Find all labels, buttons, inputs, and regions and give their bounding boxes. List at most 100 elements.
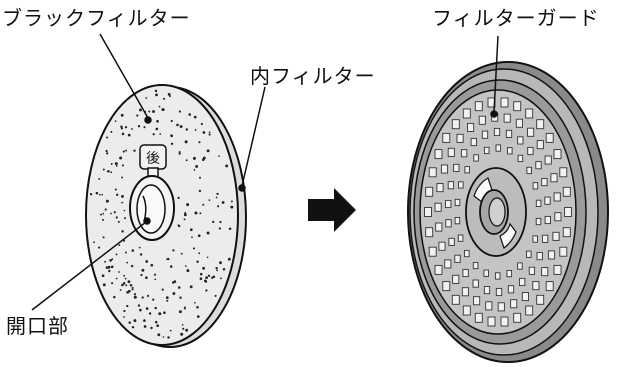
texture-dot: [229, 227, 232, 230]
texture-dot: [132, 288, 134, 290]
grid-cell: [475, 102, 482, 111]
texture-dot: [90, 193, 92, 195]
texture-dot: [155, 90, 157, 92]
texture-dot: [125, 284, 127, 286]
texture-dot: [124, 217, 126, 219]
texture-dot: [212, 221, 214, 223]
texture-dot: [145, 97, 147, 99]
grid-cell: [475, 313, 482, 322]
texture-dot: [231, 200, 233, 202]
grid-cell: [533, 183, 538, 189]
texture-dot: [155, 321, 158, 324]
grid-cell: [498, 303, 504, 311]
texture-dot: [131, 128, 133, 130]
texture-dot: [140, 110, 142, 112]
texture-dot: [194, 302, 196, 304]
texture-dot: [170, 265, 173, 268]
texture-dot: [199, 190, 201, 192]
grid-cell: [514, 313, 521, 322]
grid-cell: [425, 208, 432, 217]
texture-dot: [126, 305, 128, 307]
grid-cell: [527, 167, 532, 173]
texture-dot: [111, 163, 113, 165]
grid-cell: [445, 260, 451, 268]
texture-dot: [215, 295, 217, 297]
texture-dot: [106, 152, 108, 154]
texture-dot: [194, 169, 196, 171]
grid-cell: [449, 238, 454, 245]
black-filter: 後: [86, 85, 246, 347]
texture-dot: [216, 197, 218, 199]
grid-cell: [457, 134, 463, 142]
texture-dot: [149, 312, 151, 314]
grid-cell: [429, 168, 436, 177]
texture-dot: [113, 296, 115, 298]
texture-dot: [197, 315, 200, 318]
grid-cell: [545, 197, 550, 204]
grid-cell: [496, 288, 501, 295]
grid-cell: [546, 133, 553, 142]
texture-dot: [203, 131, 206, 134]
texture-dot: [102, 213, 104, 215]
grid-cell: [518, 263, 523, 269]
texture-dot: [156, 324, 159, 327]
texture-dot: [193, 247, 195, 249]
grid-cell: [455, 255, 460, 262]
texture-dot: [209, 134, 211, 136]
texture-dot: [118, 271, 120, 273]
texture-dot: [156, 120, 159, 123]
grid-cell: [484, 147, 489, 153]
texture-dot: [184, 218, 186, 220]
texture-dot: [219, 221, 221, 223]
grid-cell: [484, 270, 489, 276]
texture-dot: [103, 283, 106, 286]
grid-cell: [518, 155, 523, 161]
texture-dot: [132, 287, 134, 289]
grid-cell: [501, 98, 508, 107]
texture-dot: [102, 274, 105, 277]
texture-dot: [216, 193, 218, 195]
texture-dot: [193, 157, 196, 160]
texture-dot: [111, 266, 114, 269]
texture-dot: [190, 285, 193, 288]
grid-cell: [435, 265, 442, 274]
grid-cell: [537, 120, 544, 129]
grid-cell: [439, 242, 445, 250]
grid-cell: [435, 150, 442, 159]
grid-cell: [446, 220, 451, 227]
texture-dot: [125, 150, 127, 152]
grid-cell: [458, 235, 463, 241]
texture-dot: [200, 273, 203, 276]
texture-dot: [166, 296, 169, 299]
texture-dot: [115, 120, 117, 122]
texture-dot: [186, 269, 189, 272]
texture-dot: [198, 141, 200, 143]
texture-dot: [205, 276, 208, 279]
texture-dot: [172, 292, 175, 295]
grid-cell: [446, 200, 451, 207]
texture-dot: [105, 208, 107, 210]
grid-cell: [448, 148, 454, 156]
texture-dot: [123, 282, 126, 285]
texture-dot: [123, 151, 125, 153]
texture-dot: [167, 336, 169, 338]
texture-dot: [178, 152, 180, 154]
texture-dot: [171, 143, 173, 145]
grid-cell: [548, 251, 554, 259]
grid-cell: [506, 130, 511, 137]
grid-cell: [516, 119, 522, 127]
grid-cell: [479, 116, 485, 124]
texture-dot: [105, 150, 107, 152]
texture-dot: [123, 316, 125, 318]
grid-cell: [554, 265, 561, 274]
grid-cell: [528, 128, 534, 136]
texture-dot: [144, 325, 147, 328]
texture-dot: [196, 306, 199, 309]
filter-guard: [408, 62, 608, 362]
grid-cell: [448, 182, 453, 189]
texture-dot: [184, 212, 186, 214]
grid-cell: [454, 164, 459, 171]
texture-dot: [148, 111, 150, 113]
grid-cell: [471, 138, 476, 145]
texture-dot: [138, 125, 140, 127]
